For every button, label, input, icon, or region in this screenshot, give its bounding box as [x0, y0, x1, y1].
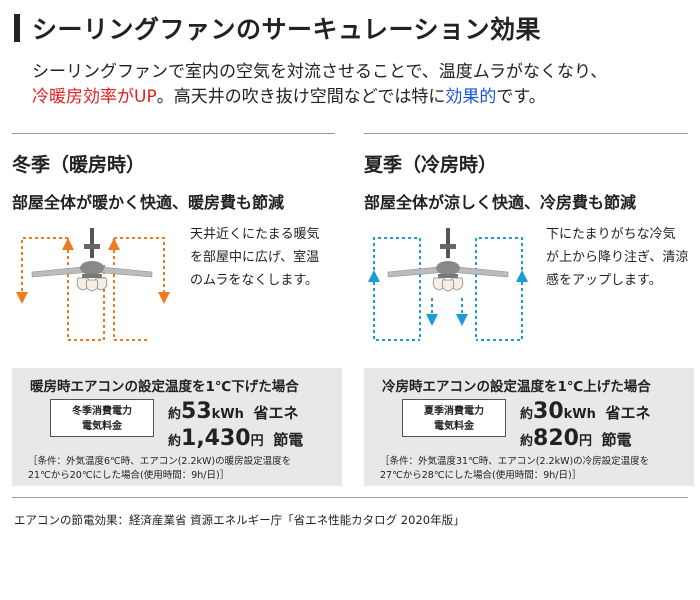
intro-highlight-blue: 効果的: [445, 87, 497, 107]
divider-top-right: [364, 133, 688, 134]
summer-season-title: 夏季（冷房時）: [364, 154, 498, 176]
intro-mid: 。高天井の吹き抜け空間などでは特に: [156, 87, 446, 107]
divider-top-left: [12, 133, 335, 134]
arrow-down-icon: [16, 292, 28, 304]
approx-prefix: 約: [168, 434, 182, 449]
summer-diagram: [364, 222, 700, 362]
intro-line-1: シーリングファンで室内の空気を対流させることで、温度ムラがなくなり、: [32, 62, 608, 82]
intro-end: です。: [496, 87, 546, 107]
energy-saving-label: 省エネ: [605, 404, 651, 422]
source-note: エアコンの節電効果：経済産業省 資源エネルギー庁「省エネ性能カタログ 2020年…: [14, 513, 465, 527]
summer-desc-line-3: 感をアップします。: [546, 273, 662, 288]
ceiling-fan-icon: [31, 228, 153, 292]
summer-conditions-note: ［条件：外気温度31℃時、エアコン(2.2kW)の冷房設定温度を 27℃から28…: [380, 455, 649, 483]
winter-desc-line-3: のムラをなくします。: [190, 273, 319, 288]
summer-yen-value: 820: [533, 426, 579, 451]
winter-note-line-1: ［条件：外気温度6℃時、エアコン(2.2kW)の暖房設定温度を: [28, 456, 292, 467]
winter-season-title: 冬季（暖房時）: [12, 154, 146, 176]
summer-box-title: 冷房時エアコンの設定温度を1℃上げた場合: [382, 379, 651, 395]
winter-column: 冬季（暖房時） 部屋全体が暖かく快適、暖房費も節減: [12, 150, 348, 486]
winter-yen-value: 1,430: [181, 426, 251, 451]
summer-yen-saving: 約820円 節電: [520, 426, 632, 451]
arrow-down-icon: [456, 314, 468, 326]
summer-label-line-1: 夏季消費電力: [424, 406, 484, 417]
arrow-up-icon: [368, 270, 380, 282]
arrow-down-icon: [426, 314, 438, 326]
summer-label-line-2: 電気料金: [434, 421, 474, 432]
page-title: シーリングファンのサーキュレーション効果: [32, 15, 542, 44]
kwh-unit: kWh: [211, 407, 244, 422]
winter-kwh-value: 53: [181, 399, 212, 424]
yen-unit: 円: [578, 434, 592, 449]
winter-desc-line-1: 天井近くにたまる暖気: [190, 227, 320, 242]
summer-flow-right-bottom: [476, 282, 523, 341]
winter-conditions-note: ［条件：外気温度6℃時、エアコン(2.2kW)の暖房設定温度を 21℃から20℃…: [28, 455, 291, 483]
summer-desc-line-1: 下にたまりがちな冷気: [546, 227, 676, 242]
summer-note-line-2: 27℃から28℃にした場合(使用時間：9h/日)］: [380, 470, 582, 481]
title-bar: シーリングファンのサーキュレーション効果: [14, 10, 541, 46]
summer-flow-right-outer: [475, 237, 523, 340]
power-saving-label: 節電: [273, 431, 304, 449]
intro-highlight-red: 冷暖房効率がUP: [32, 87, 157, 107]
winter-flow-right-inner: [113, 262, 150, 341]
approx-prefix: 約: [520, 407, 534, 422]
approx-prefix: 約: [168, 407, 182, 422]
summer-savings-box: 冷房時エアコンの設定温度を1℃上げた場合 夏季消費電力 電気料金 約30kWh …: [364, 368, 694, 486]
yen-unit: 円: [250, 434, 264, 449]
intro-text: シーリングファンで室内の空気を対流させることで、温度ムラがなくなり、 冷暖房効率…: [32, 60, 607, 110]
winter-diagram: [12, 222, 348, 362]
winter-description: 天井近くにたまる暖気 を部屋中に広げ、室温 のムラをなくします。: [190, 223, 320, 292]
winter-flow-left-inner: [67, 238, 105, 341]
winter-label-line-1: 冬季消費電力: [72, 406, 132, 417]
summer-kwh-value: 30: [533, 399, 564, 424]
kwh-unit: kWh: [563, 407, 596, 422]
summer-label-box: 夏季消費電力 電気料金: [402, 399, 506, 437]
winter-note-line-2: 21℃から20℃にした場合(使用時間：9h/日)］: [28, 470, 230, 481]
arrow-up-icon: [108, 238, 120, 250]
divider-bottom: [12, 497, 688, 498]
summer-description: 下にたまりがちな冷気 が上から降り注ぎ、清涼 感をアップします。: [546, 223, 688, 292]
intro-line-2: 冷暖房効率がUP。高天井の吹き抜け空間などでは特に効果的です。: [32, 85, 607, 110]
winter-yen-saving: 約1,430円 節電: [168, 426, 303, 451]
arrow-up-icon: [62, 238, 74, 250]
summer-desc-line-2: が上から降り注ぎ、清涼: [546, 250, 689, 265]
summer-flow-left-outer: [373, 237, 421, 340]
summer-kwh-saving: 約30kWh 省エネ: [520, 399, 650, 424]
winter-flow-left-outer: [21, 237, 68, 292]
energy-saving-label: 省エネ: [253, 404, 299, 422]
winter-flow-right-outer: [114, 237, 165, 292]
summer-flow-left-bottom: [373, 282, 420, 341]
summer-subtitle: 部屋全体が涼しく快適、冷房費も節減: [364, 193, 637, 212]
ceiling-fan-icon: [387, 228, 509, 292]
title-marker: [14, 14, 20, 42]
winter-label-line-2: 電気料金: [82, 421, 122, 432]
winter-airflow-diagram: [16, 228, 170, 341]
winter-savings-box: 暖房時エアコンの設定温度を1℃下げた場合 冬季消費電力 電気料金 約53kWh …: [12, 368, 342, 486]
arrow-down-icon: [158, 292, 170, 304]
summer-airflow-diagram: [368, 228, 528, 341]
winter-desc-line-2: を部屋中に広げ、室温: [190, 250, 320, 265]
power-saving-label: 節電: [601, 431, 632, 449]
summer-column: 夏季（冷房時） 部屋全体が涼しく快適、冷房費も節減: [364, 150, 700, 486]
summer-note-line-1: ［条件：外気温度31℃時、エアコン(2.2kW)の冷房設定温度を: [380, 456, 650, 467]
arrow-up-icon: [516, 270, 528, 282]
winter-box-title: 暖房時エアコンの設定温度を1℃下げた場合: [30, 379, 299, 395]
winter-subtitle: 部屋全体が暖かく快適、暖房費も節減: [12, 193, 285, 212]
winter-kwh-saving: 約53kWh 省エネ: [168, 399, 298, 424]
approx-prefix: 約: [520, 434, 534, 449]
winter-label-box: 冬季消費電力 電気料金: [50, 399, 154, 437]
